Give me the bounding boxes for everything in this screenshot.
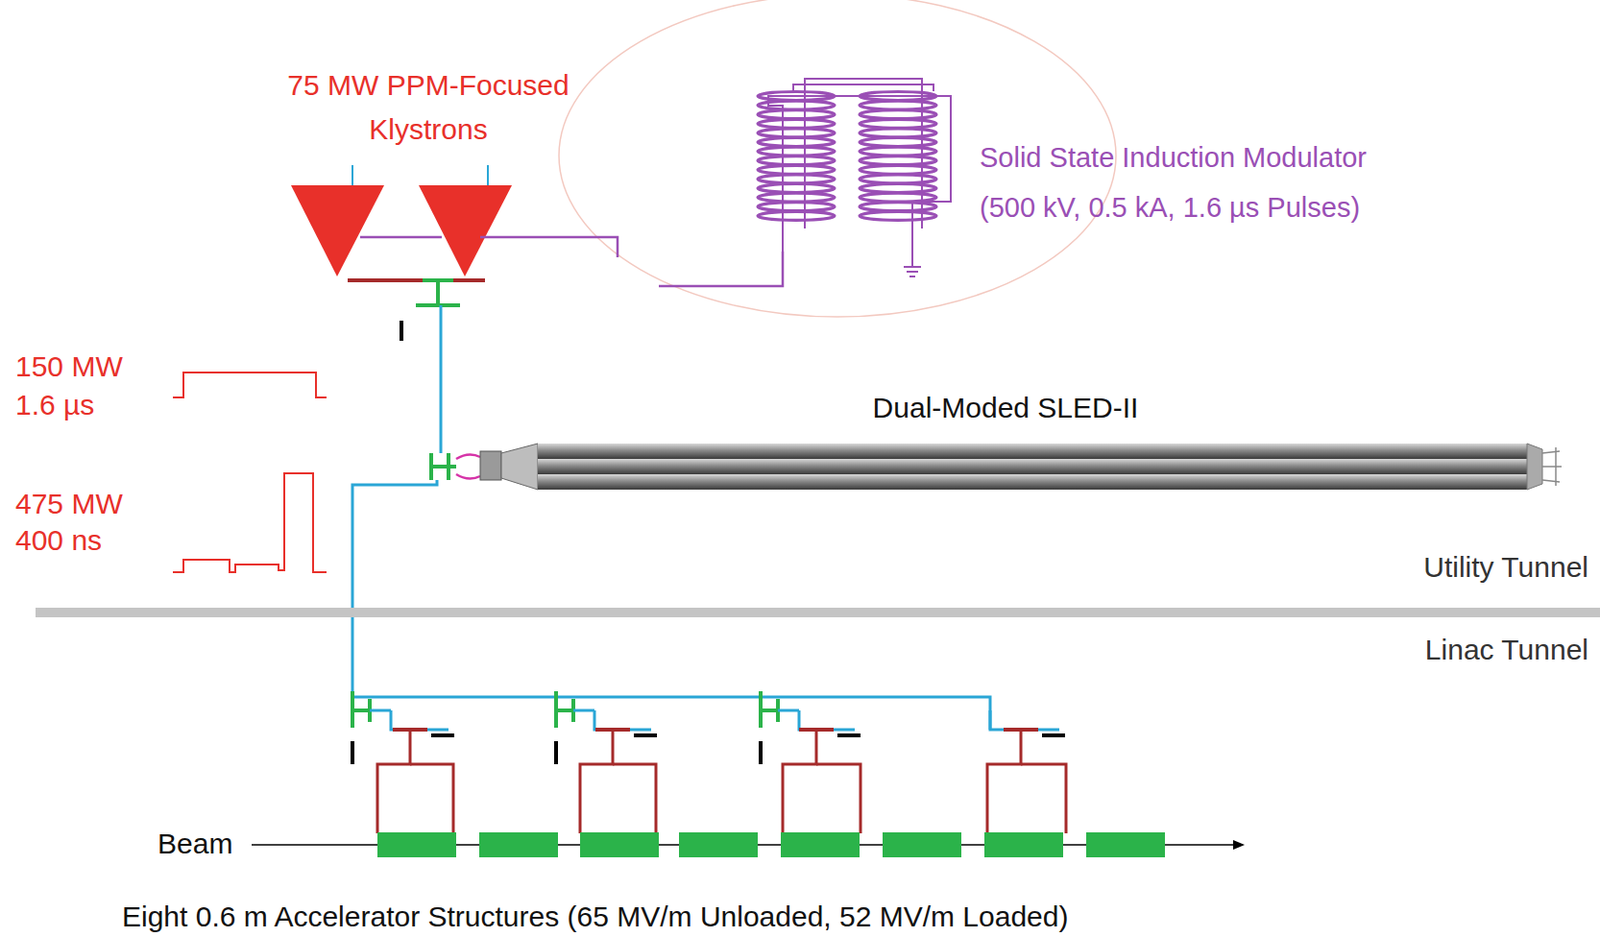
- waveguide: [352, 305, 441, 704]
- coil-winding: [859, 119, 937, 128]
- load-stub: [554, 741, 558, 765]
- pulse-length: 1.6 µs: [15, 388, 95, 423]
- power-splitters: [352, 691, 1067, 834]
- load-stub: [399, 320, 404, 341]
- klystron-symbol: [290, 185, 512, 277]
- coil-winding: [757, 128, 835, 138]
- load-stub: [837, 733, 861, 738]
- structure-feed: [612, 764, 656, 834]
- linac-waveguide: [369, 709, 391, 713]
- coil-winding: [757, 156, 835, 166]
- klystron-leads: [352, 165, 488, 186]
- coil-winding: [757, 174, 835, 184]
- coil-winding: [757, 110, 835, 120]
- structure-feed: [410, 764, 454, 834]
- coil-winding: [757, 193, 835, 202]
- hybrid-splitter: [556, 708, 574, 713]
- coil-frame: [793, 84, 934, 92]
- linac-waveguide: [990, 710, 1060, 730]
- linac-waveguide: [352, 697, 991, 730]
- coil-winding: [757, 165, 835, 174]
- linac-waveguide: [799, 710, 855, 730]
- structure-feed: [377, 729, 411, 834]
- coil-winding: [859, 100, 937, 110]
- tunnel-wall: [35, 607, 1600, 618]
- pulse-waveform: [172, 473, 327, 573]
- pulse-power: 150 MW: [15, 350, 123, 385]
- sled-ii-delay-lines: [480, 443, 1562, 490]
- structure-feed: [580, 729, 613, 834]
- accelerator-structure: [580, 832, 659, 858]
- klystron-label: Klystrons: [368, 113, 487, 147]
- accelerator-structures: [377, 832, 1165, 858]
- linac-waveguide: [777, 709, 800, 713]
- coil-winding: [859, 193, 937, 202]
- load-stub: [633, 733, 657, 738]
- coil-winding: [757, 202, 835, 212]
- coil-winding: [859, 156, 937, 166]
- modulator-spec: (500 kV, 0.5 kA, 1.6 µs Pulses): [979, 192, 1360, 224]
- klystron-output: [347, 278, 485, 283]
- tunnel-label: Linac Tunnel: [1425, 633, 1589, 668]
- load-stub: [1042, 733, 1066, 738]
- sled-label: Dual-Moded SLED-II: [872, 391, 1140, 426]
- sled-feed: [456, 454, 481, 479]
- linac-waveguide: [390, 710, 449, 730]
- pulse-power: 475 MW: [15, 487, 123, 522]
- coil-winding: [757, 146, 835, 156]
- load-stub: [758, 741, 763, 765]
- coil-winding: [757, 211, 835, 220]
- coil-winding: [757, 119, 835, 128]
- linac-waveguide: [573, 709, 595, 713]
- ground-symbol: [903, 240, 922, 277]
- coil-winding: [859, 202, 937, 212]
- coil-winding: [859, 110, 937, 120]
- coil-winding: [859, 146, 937, 156]
- induction-modulator-coil: [757, 78, 951, 252]
- coil-winding: [859, 174, 937, 184]
- structure-feed: [782, 729, 817, 834]
- coil-winding: [757, 100, 835, 110]
- structure-feed: [987, 729, 1021, 834]
- coil-winding: [757, 138, 835, 147]
- hybrid-combiner: [415, 280, 461, 306]
- tunnel-label: Utility Tunnel: [1423, 551, 1589, 585]
- hybrid-splitter: [352, 708, 370, 713]
- coil-winding: [859, 165, 937, 174]
- beam-label: Beam: [157, 827, 233, 862]
- pulse-length: 400 ns: [15, 524, 102, 558]
- accelerator-structure: [678, 832, 758, 858]
- hybrid-splitter: [760, 708, 778, 713]
- accelerator-structure: [882, 832, 962, 858]
- structure-feed: [1020, 764, 1067, 834]
- accelerator-structure: [984, 832, 1064, 858]
- sled-hybrid: [431, 453, 457, 481]
- modulator-wire: [360, 237, 783, 287]
- load-stub: [431, 733, 455, 738]
- coil-winding: [757, 184, 835, 194]
- load-stub: [350, 741, 355, 765]
- coil-winding: [859, 138, 937, 147]
- structure-feed: [816, 764, 861, 834]
- coil-winding: [859, 92, 937, 101]
- coil-winding: [859, 184, 937, 194]
- modulator-label: Solid State Induction Modulator: [979, 142, 1367, 174]
- accelerator-structure: [1086, 832, 1165, 858]
- accelerator-structure: [377, 832, 457, 858]
- linac-waveguide: [594, 710, 652, 730]
- accelerator-structure: [780, 832, 860, 858]
- coil-winding: [859, 211, 937, 220]
- structures-caption: Eight 0.6 m Accelerator Structures (65 M…: [121, 900, 1068, 935]
- accelerator-structure: [479, 832, 558, 858]
- coil-winding: [757, 92, 835, 101]
- pulse-waveform: [172, 372, 327, 398]
- coil-winding: [859, 128, 937, 138]
- klystron-label: 75 MW PPM-Focused: [287, 69, 569, 103]
